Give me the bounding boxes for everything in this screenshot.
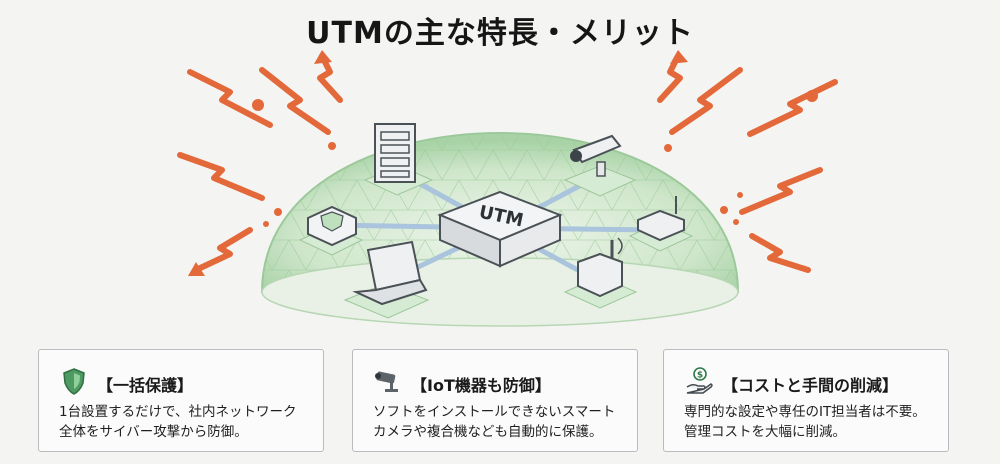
card-heading: 【コストと手間の削減】: [722, 376, 899, 395]
attack-arrows-right: [657, 53, 838, 273]
card-heading: 【IoT機器も防御】: [411, 376, 551, 395]
utm-appliance: UTM: [437, 190, 563, 268]
server-icon: [363, 123, 434, 196]
wifi-router-icon: [628, 196, 694, 252]
card-text-line: 管理コストを大幅に削減。: [684, 424, 846, 440]
feature-card-iot-protection: 【IoT機器も防御】 ソフトをインストールできないスマート カメラや複合機なども…: [352, 349, 638, 452]
card-text-line: ソフトをインストールできないスマート: [373, 404, 616, 420]
laptop-icon: [343, 240, 430, 319]
card-text-line: 専門的な設定や専任のIT担当者は不要。: [684, 404, 926, 420]
card-text-line: 全体をサイバー攻撃から防御。: [59, 424, 248, 440]
camera-icon: [563, 134, 637, 197]
svg-text:$: $: [697, 371, 703, 381]
page-title: UTMの主な特長・メリット: [306, 16, 694, 51]
money-hand-icon: $: [686, 367, 713, 394]
attack-arrows-left: [177, 53, 343, 273]
shield-icon: [63, 368, 85, 395]
card-heading: 【一括保護】: [97, 376, 194, 395]
card-text-line: カメラや複合機なども自動的に保護。: [373, 424, 603, 440]
factory-icon: [563, 237, 638, 309]
card-text-line: 1台設置するだけで、社内ネットワーク: [59, 404, 297, 420]
network-illustration: UTM: [177, 50, 838, 327]
feature-card-bulk-protection: 【一括保護】 1台設置するだけで、社内ネットワーク 全体をサイバー攻撃から防御。: [38, 349, 324, 452]
router-shield-icon: [298, 205, 364, 256]
feature-card-cost-reduction: $ 【コストと手間の削減】 専門的な設定や専任のIT担当者は不要。 管理コストを…: [663, 349, 949, 452]
camera-icon: [375, 371, 398, 392]
